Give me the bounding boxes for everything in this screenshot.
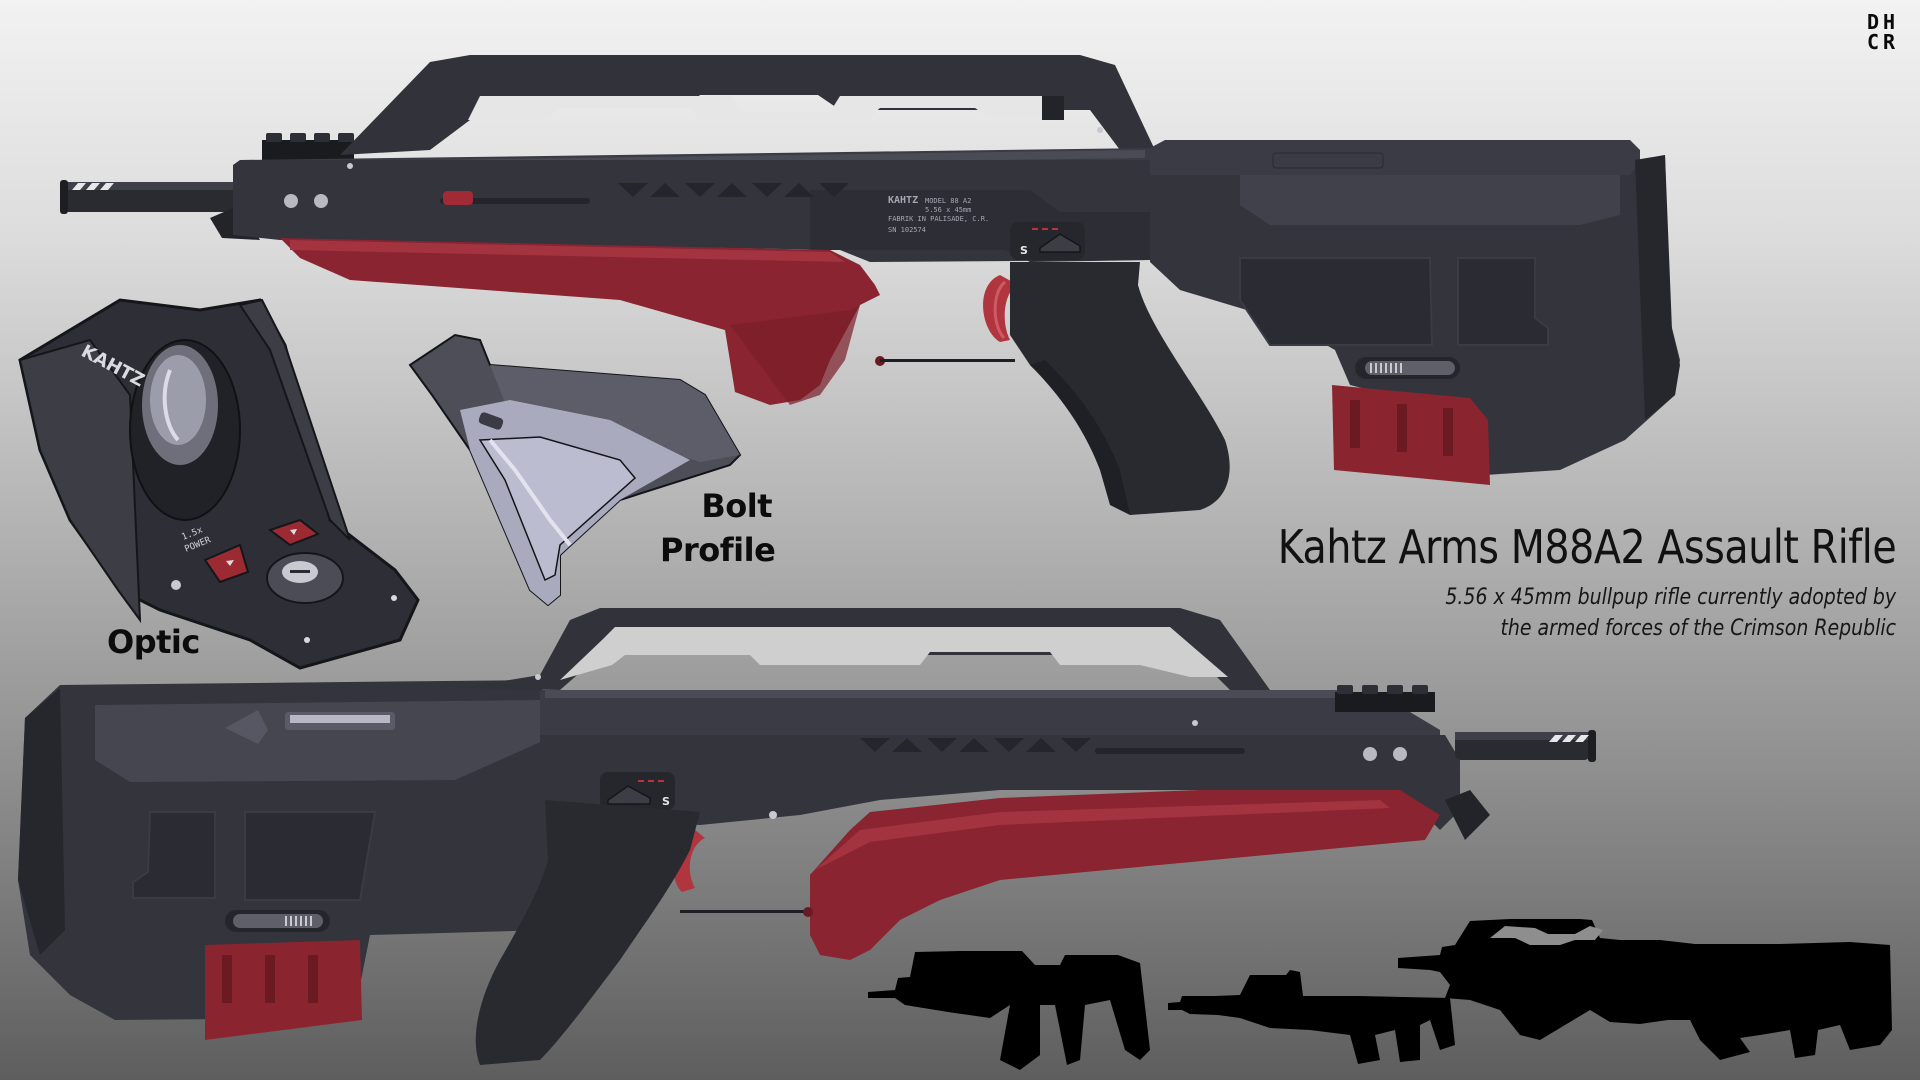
svg-text:S: S — [1020, 244, 1028, 257]
subtitle-line-1: 5.56 x 45mm bullpup rifle currently adop… — [1445, 585, 1896, 610]
fire-selector: S — [600, 772, 675, 810]
silhouette-lineup — [868, 919, 1892, 1070]
svg-text:FABRIK IN PALISADE, C.R.: FABRIK IN PALISADE, C.R. — [888, 215, 989, 223]
svg-text:KAHTZ: KAHTZ — [888, 195, 918, 206]
silhouette-standard — [1398, 919, 1892, 1060]
charging-handle-icon — [443, 191, 473, 205]
bolt-profile-illustration — [408, 333, 742, 607]
page-subtitle: 5.56 x 45mm bullpup rifle currently adop… — [1445, 582, 1896, 644]
svg-text:S: S — [662, 795, 670, 808]
fire-selector: S — [1010, 222, 1085, 260]
svg-text:MODEL 88 A2: MODEL 88 A2 — [925, 197, 971, 205]
rifle-bottom-view-right: S — [18, 608, 1596, 1065]
logo-line-2: CR — [1866, 30, 1900, 54]
bolt-profile-label-line-2: Profile — [660, 531, 776, 569]
silhouette-carbine — [1168, 970, 1455, 1064]
rifle-top-view-left: KAHTZ MODEL 88 A2 5.56 x 45mm FABRIK IN … — [60, 55, 1680, 515]
page-title: Kahtz Arms M88A2 Assault Rifle — [1277, 520, 1896, 574]
optic-label: Optic — [107, 623, 200, 661]
artist-logo: DH CR — [1858, 12, 1908, 52]
optic-illustration: KAHTZ 1.5x POWER — [18, 298, 420, 670]
bolt-profile-label-line-1: Bolt — [701, 487, 772, 525]
muzzle-brake-stripes-icon — [72, 183, 114, 190]
subtitle-line-2: the armed forces of the Crimson Republic — [1500, 616, 1896, 641]
svg-text:5.56 x 45mm: 5.56 x 45mm — [925, 206, 971, 214]
svg-text:SN 102574: SN 102574 — [888, 226, 926, 234]
silhouette-compact — [868, 951, 1150, 1070]
logo-line-1: DH — [1866, 10, 1900, 34]
chevron-vents-icon — [860, 738, 1091, 752]
receiver-markings: KAHTZ MODEL 88 A2 5.56 x 45mm FABRIK IN … — [888, 195, 989, 234]
chevron-vents-icon — [618, 183, 849, 197]
muzzle-brake-stripes-icon — [1549, 735, 1589, 742]
bolt-profile-label: Bolt Profile — [660, 484, 776, 572]
